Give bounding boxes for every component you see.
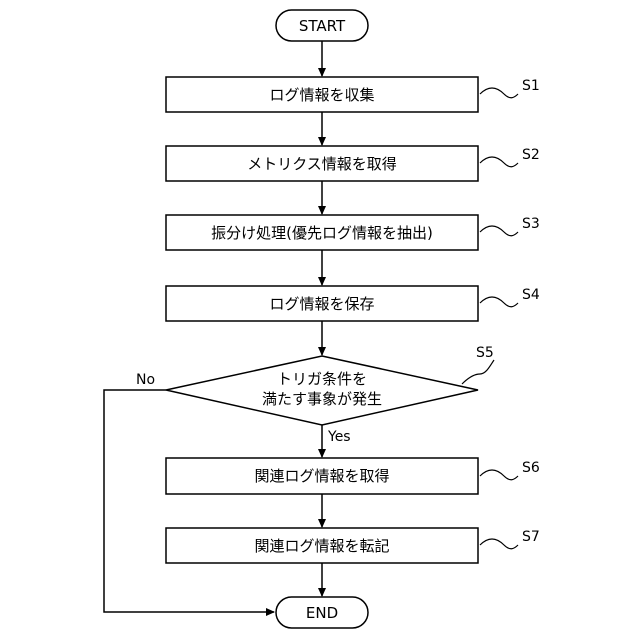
process-label-s7: 関連ログ情報を転記: [254, 537, 389, 555]
step-id-s7: S7: [522, 529, 540, 545]
process-box-s2: メトリクス情報を取得 S2: [166, 146, 540, 181]
process-box-s7: 関連ログ情報を転記 S7: [166, 528, 540, 563]
process-label-s2: メトリクス情報を取得: [247, 155, 397, 173]
process-label-s4: ログ情報を保存: [269, 295, 374, 313]
process-label-s6: 関連ログ情報を取得: [254, 467, 389, 485]
step-id-s3: S3: [522, 216, 540, 232]
step-id-s1: S1: [522, 78, 540, 94]
connector-no-branch: [104, 390, 274, 612]
process-box-s1: ログ情報を収集 S1: [166, 77, 540, 112]
process-box-s3: 振分け処理(優先ログ情報を抽出) S3: [166, 215, 540, 250]
connectors: [104, 41, 322, 612]
decision-label-line2: 満たす事象が発生: [262, 390, 382, 408]
start-label: START: [299, 17, 346, 35]
process-label-s1: ログ情報を収集: [269, 86, 374, 104]
step-id-s6: S6: [522, 460, 540, 476]
step-id-s2: S2: [522, 147, 540, 163]
no-branch-label: No: [136, 372, 155, 388]
process-box-s4: ログ情報を保存 S4: [166, 286, 540, 321]
end-label: END: [306, 604, 338, 622]
step-id-s5: S5: [476, 345, 494, 361]
yes-branch-label: Yes: [327, 429, 351, 445]
decision-diamond-s5: トリガ条件を 満たす事象が発生 S5 No Yes: [136, 345, 494, 445]
decision-label-line1: トリガ条件を: [277, 370, 367, 388]
start-terminal: START: [276, 10, 368, 41]
process-label-s3: 振分け処理(優先ログ情報を抽出): [211, 224, 433, 242]
process-box-s6: 関連ログ情報を取得 S6: [166, 458, 540, 494]
end-terminal: END: [276, 597, 368, 628]
step-id-s4: S4: [522, 287, 540, 303]
